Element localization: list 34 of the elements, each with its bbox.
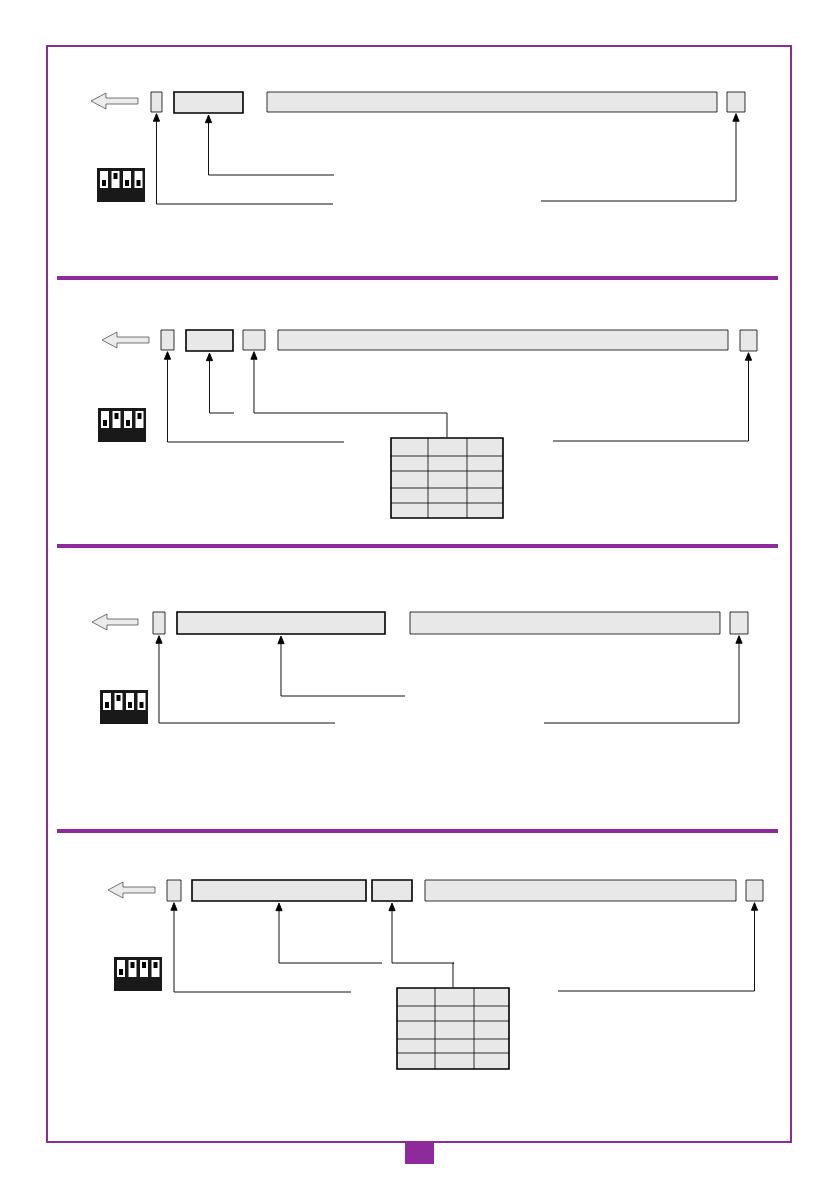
- blank-box: [185, 329, 234, 352]
- blank-box: [266, 91, 718, 113]
- blank-box: [424, 879, 737, 902]
- blank-box: [166, 879, 182, 902]
- leader-line: [163, 351, 345, 443]
- blank-box: [277, 329, 729, 351]
- blank-box: [726, 91, 746, 113]
- leader-line: [275, 902, 383, 964]
- leader-line: [552, 352, 753, 442]
- leader-line: [152, 113, 334, 205]
- blank-box: [173, 91, 244, 114]
- blank-table: [390, 437, 504, 519]
- leader-line: [204, 114, 335, 176]
- blank-box: [409, 611, 721, 635]
- leader-line: [557, 902, 759, 992]
- leader-line: [277, 635, 406, 697]
- leader-line: [540, 113, 740, 202]
- blank-box: [152, 611, 166, 635]
- leader-line: [250, 351, 448, 438]
- blank-box: [371, 879, 413, 902]
- blank-box: [191, 879, 367, 902]
- blank-box: [729, 611, 749, 635]
- blank-box: [745, 879, 764, 902]
- leader-line: [205, 352, 235, 414]
- leader-line: [543, 635, 743, 724]
- blank-box: [739, 329, 758, 352]
- blank-box: [176, 611, 386, 635]
- blank-box: [242, 329, 266, 351]
- blank-box: [160, 329, 175, 351]
- leader-line: [388, 902, 455, 988]
- blank-table: [396, 987, 510, 1070]
- leader-line: [170, 902, 352, 993]
- blank-box: [150, 91, 163, 113]
- leader-line: [155, 635, 336, 724]
